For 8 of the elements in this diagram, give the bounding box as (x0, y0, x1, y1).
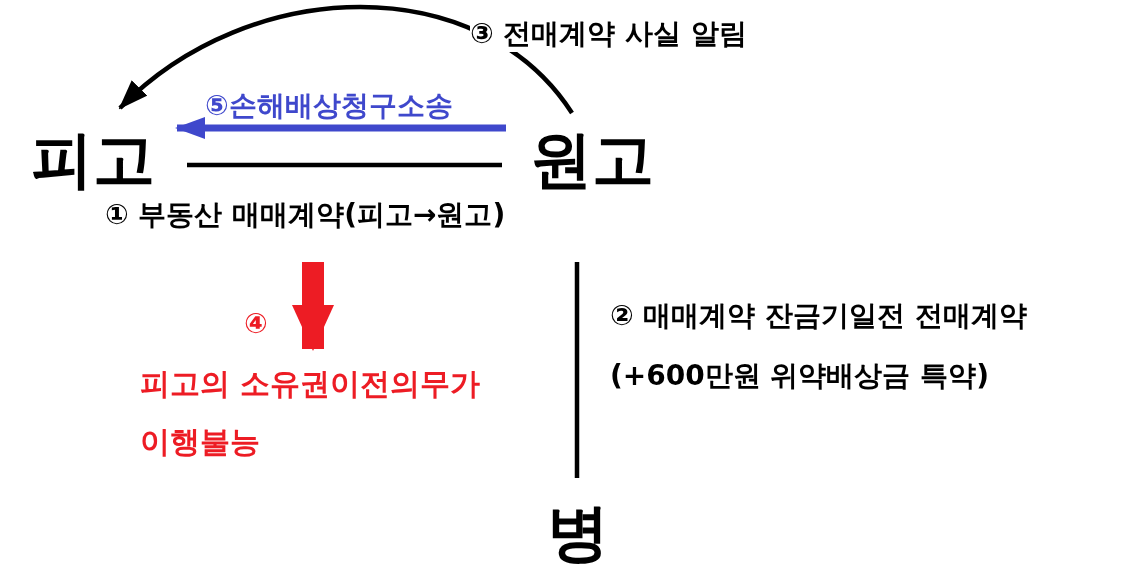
arrow (292, 262, 334, 351)
connector-line (574, 262, 580, 478)
party-label: 피고 (20, 125, 165, 195)
party-label: 원고 (524, 125, 659, 195)
note-text: 피고의 소유권이전의무가 이행불능 (140, 355, 550, 470)
arrow (118, 4, 574, 115)
party-label: 병 (545, 495, 610, 570)
connector-line (187, 162, 502, 168)
